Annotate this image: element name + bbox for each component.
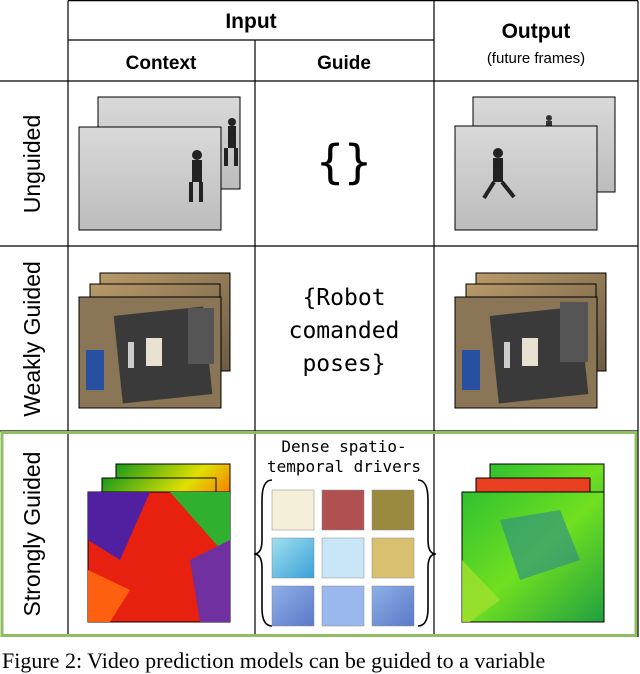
- gloves: [146, 338, 162, 366]
- left-brace: [253, 479, 273, 627]
- header-context: Context: [126, 53, 197, 74]
- figure-caption: Figure 2: Video prediction models can be…: [2, 648, 546, 673]
- robot-arm: [560, 302, 588, 362]
- robot-arm: [188, 308, 214, 364]
- strongly-guide-title-line-2: temporal drivers: [267, 457, 421, 476]
- row-label-strongly-guided: Strongly Guided: [19, 452, 45, 617]
- strongly-guided-highlight: [0, 431, 638, 637]
- strongly-guide-title-line-1: Dense spatio-: [281, 437, 406, 456]
- walker-figure: [189, 150, 203, 202]
- weakly-guide-line-3: poses}: [302, 351, 385, 377]
- unguided-guide-braces: {}: [316, 135, 371, 189]
- unguided-context-frames: [78, 96, 241, 231]
- header-input: Input: [225, 10, 276, 33]
- blue-device: [86, 350, 104, 390]
- bottle: [128, 342, 134, 368]
- header-output-subtitle: (future frames): [487, 50, 585, 67]
- strongly-context-frames: [87, 463, 231, 623]
- header-guide: Guide: [317, 53, 371, 74]
- header-output: Output: [502, 20, 571, 43]
- weakly-guide-line-2: comanded: [289, 318, 400, 344]
- strongly-output-frames: [461, 463, 605, 623]
- walker-figure: [482, 148, 516, 200]
- right-brace: [417, 479, 437, 627]
- weakly-output-frames: [454, 272, 607, 409]
- row-label-unguided: Unguided: [19, 115, 45, 213]
- weakly-context-frames: [78, 272, 231, 409]
- unguided-output-frames: [454, 96, 616, 231]
- driver-maps-grid: [253, 479, 437, 627]
- weakly-guide-line-1: {Robot: [302, 285, 385, 311]
- row-label-weakly-guided: Weakly Guided: [19, 261, 45, 417]
- walker-figure: [224, 118, 238, 166]
